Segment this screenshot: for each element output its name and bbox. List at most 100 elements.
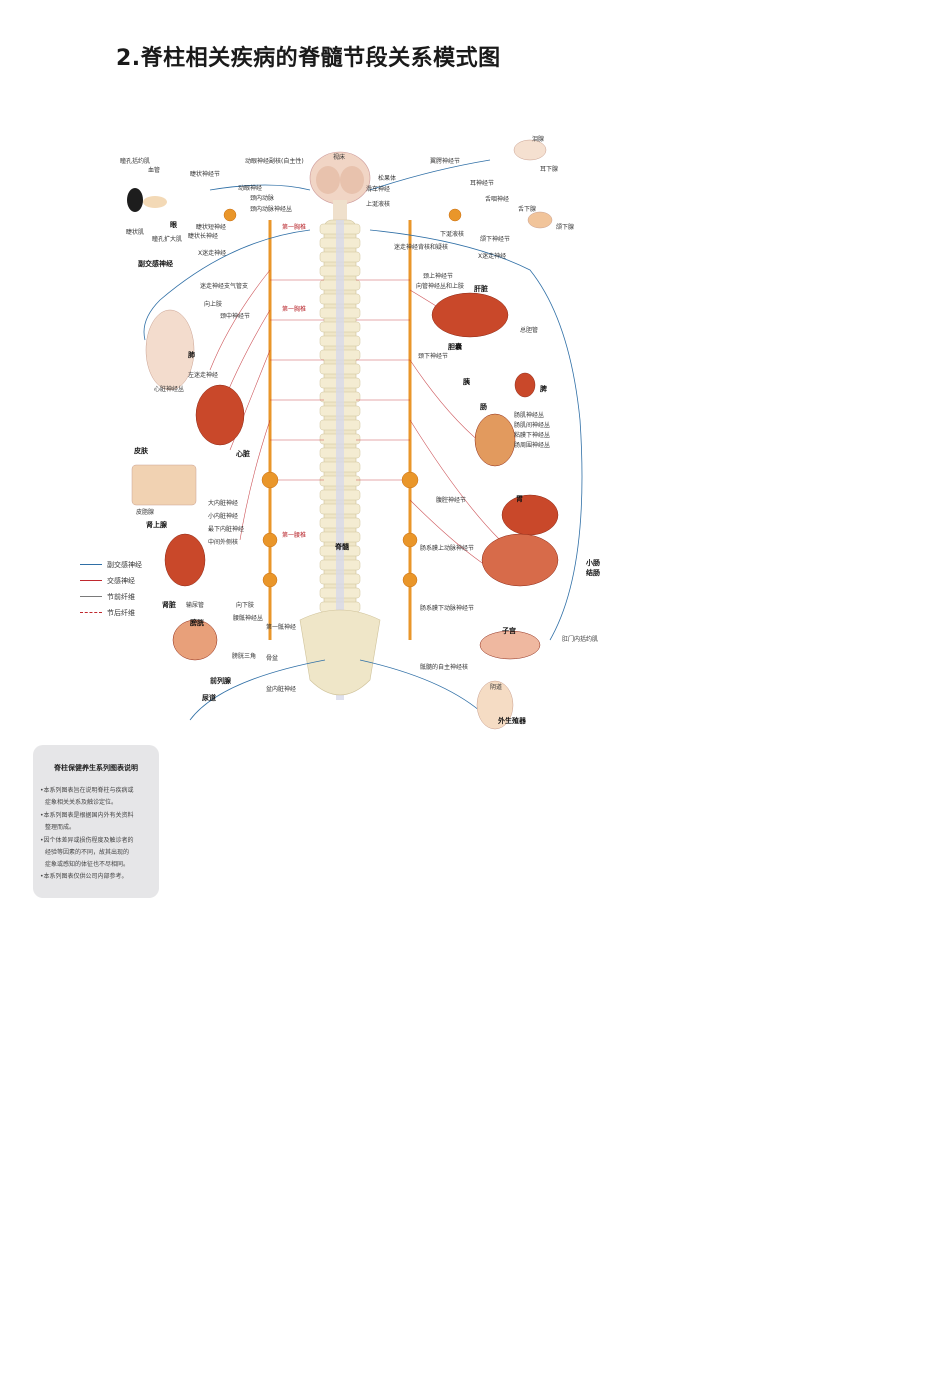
label-least-splanchnic: 最下内脏神经 <box>208 526 245 533</box>
label-pancreas: 胰 <box>463 378 470 386</box>
label-first-lumbar: 第一腰椎 <box>282 532 307 539</box>
label-spinal-cord: 脊髓 <box>335 543 349 551</box>
label-parasympathetic: 副交感神经 <box>138 260 173 268</box>
label-lower-limb: 向下肢 <box>236 602 255 609</box>
label-intestine: 肠 <box>480 403 487 411</box>
spine-column <box>299 219 381 700</box>
left-ganglion-1 <box>261 471 279 489</box>
label-liver: 肝脏 <box>474 285 488 293</box>
notes-item: •本系列图表是根据国内外有关资料 <box>40 812 134 819</box>
legend-label: 副交感神经 <box>107 561 142 569</box>
label-celiac: 腹腔神经节 <box>436 497 467 504</box>
label-greater-splanchnic: 大内脏神经 <box>208 500 239 507</box>
label-mesenteric-3: 粘膜下神经丛 <box>514 432 551 439</box>
label-dilator: 瞳孔扩大肌 <box>152 236 183 243</box>
label-vagus-l: X迷走神经 <box>198 250 227 257</box>
label-sup-cervical: 颈上神经节 <box>423 273 454 280</box>
label-pupil-sphincter: 瞳孔括约肌 <box>120 158 151 165</box>
diagram-artwork <box>127 139 583 730</box>
label-ciliary-m: 睫状肌 <box>126 229 145 236</box>
label-trochlear: 滑车神经 <box>366 186 391 193</box>
label-heart: 心脏 <box>236 450 250 458</box>
label-small-intestine: 小肠 <box>586 559 600 567</box>
label-vagina: 阴道 <box>490 684 503 691</box>
kidney-shape <box>164 533 206 587</box>
label-anal-sphincter: 肛门内括约肌 <box>562 636 599 643</box>
label-trigone: 膀胱三角 <box>232 653 257 660</box>
label-inf-salivatory: 下涎液核 <box>440 231 465 238</box>
notes-panel: 脊柱保健养生系列图表说明 •本系列图表旨在说明脊柱与疾病或 症象相关关系及触诊定… <box>33 745 159 898</box>
label-lacrimal: 泪腺 <box>532 136 545 143</box>
label-first-thoracic: 第一胸椎 <box>282 306 307 313</box>
label-vascular-plexus: 向管神经丛和上肢 <box>416 283 465 290</box>
label-mesenteric-4: 肠周围神经丛 <box>514 442 551 449</box>
label-stomach: 胃 <box>516 495 523 503</box>
label-pterygopalatine: 翼腭神经节 <box>430 158 461 165</box>
label-lesser-splanchnic: 小内脏神经 <box>208 513 239 520</box>
label-colon: 结肠 <box>586 569 600 577</box>
label-autonomic-pelvic: 骶髓的自主神经核 <box>420 664 469 671</box>
label-l-vagus: 左迷走神经 <box>188 372 219 379</box>
label-eye: 眼 <box>170 221 177 229</box>
label-ciliary-ganglion: 睫状神经节 <box>190 171 221 178</box>
label-pineal: 松果体 <box>378 175 397 182</box>
label-spleen: 脾 <box>540 385 547 393</box>
page-title: 2.脊柱相关疾病的脊髓节段关系模式图 <box>116 46 501 71</box>
label-first-thoracic-top: 第一胸椎 <box>282 224 307 231</box>
label-long-ciliary: 睫状长神经 <box>188 233 219 240</box>
label-submandibular-g: 颌下神经节 <box>480 236 511 243</box>
label-int-carotid-plexus: 颈内动脉神经丛 <box>250 206 293 213</box>
spinal-nerve-diagram: 瞳孔括约肌 血管 睫状神经节 动眼神经副核(自主性) 视床 松果体 滑车神经 上… <box>70 120 630 760</box>
label-kidney: 肾脏 <box>162 601 176 609</box>
legend-swatch-sympathetic <box>80 580 102 581</box>
label-urethra: 尿道 <box>202 694 216 702</box>
label-vagus-r: X迷走神经 <box>478 253 507 260</box>
label-first-sacral: 第一骶神经 <box>266 624 297 631</box>
label-glossopharyngeal: 舌咽神经 <box>485 196 510 203</box>
legend-item: 节前纤维 <box>80 592 160 608</box>
legend-swatch-parasympathetic <box>80 564 102 565</box>
legend-swatch-postganglionic <box>80 612 102 613</box>
liver-shape <box>431 292 509 338</box>
label-thalamus: 视床 <box>333 154 346 161</box>
heart-shape <box>195 384 245 446</box>
legend-label: 节后纤维 <box>107 609 135 617</box>
legend-item: 节后纤维 <box>80 608 160 624</box>
label-inf-mesenteric: 肠系膜下动脉神经节 <box>420 605 475 612</box>
label-short-ciliary: 睫状短神经 <box>196 224 227 231</box>
label-otic-ganglion: 耳神经节 <box>470 180 495 187</box>
label-prostate: 前列腺 <box>210 677 231 685</box>
legend-item: 副交感神经 <box>80 560 160 576</box>
legend: 副交感神经 交感神经 节前纤维 节后纤维 <box>80 560 160 624</box>
notes-title: 脊柱保健养生系列图表说明 <box>54 764 138 772</box>
label-common-bile: 总胆管 <box>520 327 539 334</box>
label-oculomotor-acc: 动眼神经副核(自主性) <box>245 158 304 165</box>
label-vagus-bronchial: 迷走神经支气管支 <box>200 283 249 290</box>
legend-label: 节前纤维 <box>107 593 135 601</box>
label-upper-limb: 向上肢 <box>204 301 223 308</box>
label-skin: 皮肤 <box>134 447 148 455</box>
label-adrenal: 肾上腺 <box>146 521 167 529</box>
legend-label: 交感神经 <box>107 577 135 585</box>
label-submandibular: 颌下腺 <box>556 224 575 231</box>
label-mesenteric-2: 肠肌间神经丛 <box>514 422 551 429</box>
label-ureter: 输尿管 <box>186 602 205 609</box>
label-vagus-tracheal: 迷走神经背核和疑核 <box>394 244 449 251</box>
brain-illustration <box>309 151 371 222</box>
label-oculomotor: 动眼神经 <box>238 185 263 192</box>
label-cardiac-plexus: 心脏神经丛 <box>154 386 185 393</box>
label-sup-mesenteric: 肠系膜上动脉神经节 <box>420 545 475 552</box>
notes-item: 症象或感知的体征也不尽相同。 <box>45 861 130 868</box>
label-pelvic: 骨盆 <box>266 655 279 662</box>
notes-item: •本系列图表仅供公司内部参考。 <box>40 873 128 880</box>
label-gallbladder: 胆囊 <box>448 343 462 351</box>
label-subcutaneous: 皮脂腺 <box>136 509 155 516</box>
notes-item: 整理而成。 <box>45 824 76 831</box>
label-lung: 肺 <box>188 351 195 359</box>
label-genitals: 外生殖器 <box>498 717 526 725</box>
label-int-carotid: 颈内动脉 <box>250 195 275 202</box>
notes-item: •本系列图表旨在说明脊柱与疾病或 <box>40 787 134 794</box>
notes-item: 症象相关关系及触诊定位。 <box>45 799 118 806</box>
label-uterus: 子宫 <box>502 627 516 635</box>
eye-illustration <box>127 188 167 212</box>
